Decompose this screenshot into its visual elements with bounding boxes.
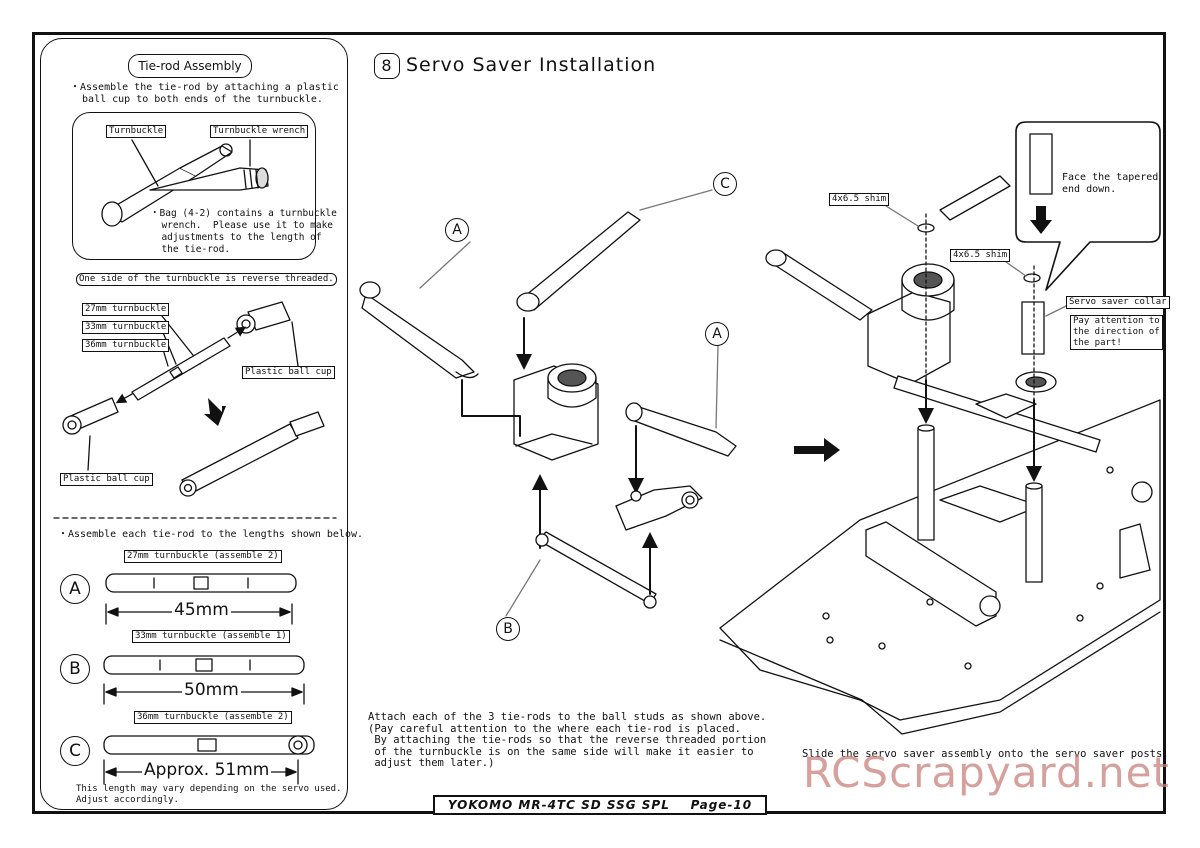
tie-rod-intro: ・Assemble the tie-rod by attaching a pla… [70,82,339,105]
size-27mm-label: 27mm turnbuckle [82,303,170,316]
callout-a-right: A [705,322,729,346]
servo-saver-exploded-drawing [359,189,840,617]
footer-model: YOKOMO MR-4TC SD SSG SPL [447,798,670,812]
callout-b: B [496,617,520,641]
rod-c-marker: C [60,736,90,766]
tapered-end-note: Face the tapered end down. [1062,172,1159,195]
footer-title-box: YOKOMO MR-4TC SD SSG SPL Page-10 [433,795,767,815]
rod-b-length: 50mm [182,680,241,700]
slide-servo-saver-note: Slide the servo saver assembly onto the … [802,748,1169,760]
rod-a-drawing [105,573,297,625]
turnbuckle-wrench-label: Turnbuckle wrench [210,125,309,138]
size-33mm-label: 33mm turnbuckle [82,321,170,334]
step-number: 8 [374,53,400,79]
tapered-note-bubble [1015,121,1161,291]
rod-a-label: 27mm turnbuckle (assemble 2) [124,550,282,563]
rod-b-label: 33mm turnbuckle (assemble 1) [132,630,290,643]
collar-label: Servo saver collar [1066,296,1170,309]
servo-length-note: This length may vary depending on the se… [76,784,342,805]
ball-cup-right-label: Plastic ball cup [242,366,335,379]
callout-c: C [713,172,737,196]
rod-c-label: 36mm turnbuckle (assemble 2) [134,711,292,724]
ball-cup-left-label: Plastic ball cup [60,473,153,486]
section-title: Servo Saver Installation [406,54,657,76]
lengths-intro: ・Assemble each tie-rod to the lengths sh… [58,529,364,540]
wrench-bubble [72,112,316,260]
rod-c-length: Approx. 51mm [142,760,272,780]
attach-tie-rods-note: Attach each of the 3 tie-rods to the bal… [368,711,767,769]
tie-rod-title: Tie-rod Assembly [128,54,252,78]
rod-b-marker: B [60,654,90,684]
chassis-drawing [719,175,1161,735]
shim-label-lower: 4x6.5 shim [950,249,1011,262]
tie-rod-panel [40,38,348,810]
turnbuckle-wrench-drawing [101,139,269,227]
footer-page: Page-10 [690,798,753,812]
collar-direction-note: Pay attention to the direction of the pa… [1070,315,1163,350]
rod-a-length: 45mm [172,600,231,620]
turnbuckle-label: Turnbuckle [106,125,167,138]
bag-note: ・Bag (4-2) contains a turnbuckle wrench.… [150,208,337,255]
watermark: RCScrapyard.net [803,748,1170,797]
reverse-thread-note: One side of the turnbuckle is reverse th… [76,273,337,286]
shim-label-upper: 4x6.5 shim [829,193,890,206]
size-36mm-label: 36mm turnbuckle [82,339,170,352]
callout-a-left: A [445,218,469,242]
rod-a-marker: A [60,574,90,604]
section-heading: 8 Servo Saver Installation [374,52,656,79]
